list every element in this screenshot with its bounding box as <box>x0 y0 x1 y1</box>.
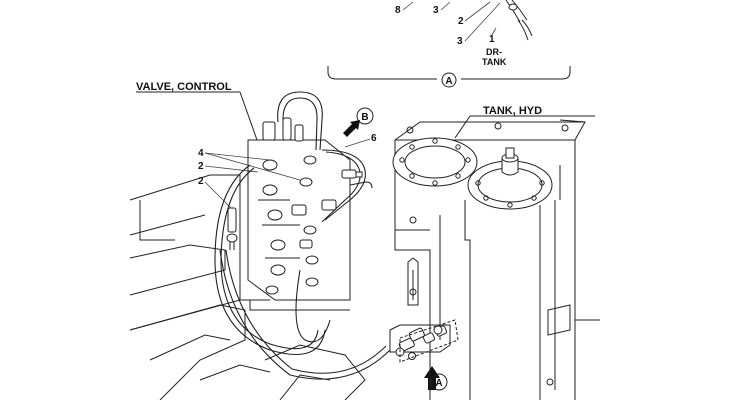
view-a-circle-top <box>441 72 457 88</box>
callout-6: 6 <box>371 133 377 144</box>
view-b-arrow <box>343 120 360 137</box>
valve-control-label: VALVE, CONTROL <box>136 81 232 93</box>
tank-hyd-label: TANK, HYD <box>483 105 542 117</box>
drain-fittings <box>395 319 459 363</box>
detail-label-1: 1 <box>489 34 495 45</box>
detail-fitting <box>505 0 533 41</box>
machine-frame <box>129 174 366 400</box>
callout-4: 4 <box>198 148 204 159</box>
view-b-circle <box>356 107 374 125</box>
hydraulic-tank <box>389 119 600 400</box>
detail-inset: 8 3 2 3 1 DR- TANK A <box>327 0 571 88</box>
view-a-circle-bottom <box>430 373 448 391</box>
dr-tank-label-line1: DR- <box>486 47 502 57</box>
detail-label-8: 8 <box>395 5 401 16</box>
control-valve <box>239 117 351 311</box>
view-a-label-top: A <box>445 76 452 87</box>
detail-label-2: 2 <box>458 16 464 27</box>
hydraulic-hoses <box>214 91 391 380</box>
view-b-label: B <box>361 112 368 123</box>
detail-label-3-top: 3 <box>433 5 439 16</box>
view-a-label-bottom: A <box>435 378 442 389</box>
dr-tank-label-line2: TANK <box>482 57 507 67</box>
callout-2-lower: 2 <box>198 176 204 187</box>
detail-bracket <box>327 66 571 80</box>
detail-label-3-bottom: 3 <box>457 36 463 47</box>
callout-2-upper: 2 <box>198 161 204 172</box>
